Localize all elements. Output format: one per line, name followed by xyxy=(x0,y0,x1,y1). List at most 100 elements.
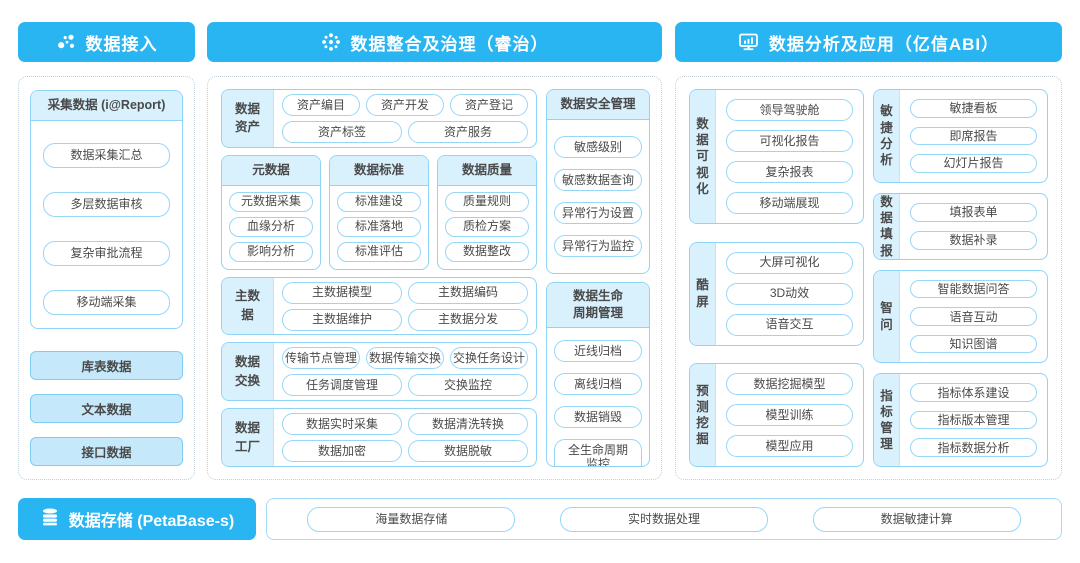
source-buttons: 库表数据 文本数据 接口数据 xyxy=(30,351,183,466)
data-visualization-label: 数据可视化 xyxy=(690,90,716,223)
node-knowledge-graph: 知识图谱 xyxy=(910,334,1037,354)
node-voice-interact: 语音互动 xyxy=(910,307,1037,326)
node-visual-report: 可视化报告 xyxy=(726,130,853,152)
indicator-mgmt-label: 指标管理 xyxy=(874,374,900,466)
agile-analysis-label: 敏捷分析 xyxy=(874,90,900,182)
data-lifecycle-panel-title: 数据生命周期管理 xyxy=(547,283,650,328)
node-lineage-analysis: 血缘分析 xyxy=(229,216,314,237)
agile-analysis-group: 敏捷分析 敏捷看板 即席报告 幻灯片报告 xyxy=(873,89,1048,183)
metadata-panel-title: 元数据 xyxy=(222,155,321,186)
indicator-mgmt-group: 指标管理 指标体系建设 指标版本管理 指标数据分析 xyxy=(873,373,1048,467)
node-realtime-processing: 实时数据处理 xyxy=(559,506,768,532)
node-impact-analysis: 影响分析 xyxy=(229,241,314,262)
database-icon xyxy=(40,507,60,532)
node-task-schedule-mgmt: 任务调度管理 xyxy=(282,374,403,397)
node-agile-computing: 数据敏捷计算 xyxy=(812,506,1021,532)
node-voice-interaction: 语音交互 xyxy=(726,313,853,336)
analysis-left-column: 数据可视化 领导驾驶舱 可视化报告 复杂报表 移动端展现 酷屏 大屏可视化 3D… xyxy=(689,89,864,467)
node-quality-rules: 质量规则 xyxy=(445,191,530,212)
node-massive-storage: 海量数据存储 xyxy=(307,506,516,532)
node-indicator-version: 指标版本管理 xyxy=(910,410,1037,430)
node-standard-build: 标准建设 xyxy=(337,191,422,212)
node-entry-form: 填报表单 xyxy=(910,202,1037,222)
node-data-supplement: 数据补录 xyxy=(910,230,1037,250)
storage-panel: 海量数据存储 实时数据处理 数据敏捷计算 xyxy=(266,498,1062,540)
data-entry-label: 数据填报 xyxy=(874,193,900,259)
node-quality-check-plan: 质检方案 xyxy=(445,216,530,237)
governance-side-column: 数据安全管理 敏感级别 敏感数据查询 异常行为设置 异常行为监控 数据生命周期管… xyxy=(546,89,651,467)
analysis-right-column: 敏捷分析 敏捷看板 即席报告 幻灯片报告 数据填报 填报表单 数据补录 智问 智… xyxy=(873,89,1048,467)
node-api-data: 接口数据 xyxy=(30,437,183,466)
collect-data-panel-title: 采集数据 (i@Report) xyxy=(31,91,182,121)
node-data-encrypt: 数据加密 xyxy=(282,440,403,463)
node-indicator-system: 指标体系建设 xyxy=(910,383,1037,402)
node-text-data: 文本数据 xyxy=(30,394,183,423)
data-access-container: 采集数据 (i@Report) 数据采集汇总 多层数据审核 复杂审批流程 移动端… xyxy=(18,76,195,480)
node-sensitive-query: 敏感数据查询 xyxy=(554,168,643,191)
node-metadata-collect: 元数据采集 xyxy=(229,191,314,212)
node-complex-report: 复杂报表 xyxy=(726,161,853,183)
smart-qa-label: 智问 xyxy=(874,270,900,363)
analysis-container: 数据可视化 领导驾驶舱 可视化报告 复杂报表 移动端展现 酷屏 大屏可视化 3D… xyxy=(675,76,1062,480)
data-security-panel: 数据安全管理 敏感级别 敏感数据查询 异常行为设置 异常行为监控 xyxy=(546,89,651,274)
node-adhoc-report: 即席报告 xyxy=(910,126,1037,145)
header-data-access: 数据接入 xyxy=(18,22,195,62)
governance-main-column: 数据资产 资产编目 资产开发 资产登记 资产标签 资产服务 元数据 元数据采集 … xyxy=(221,89,538,467)
data-quality-panel-title: 数据质量 xyxy=(438,155,537,186)
node-exchange-task-design: 交换任务设计 xyxy=(450,347,529,370)
cool-screen-label: 酷屏 xyxy=(690,242,716,345)
data-factory-label: 数据工厂 xyxy=(222,409,274,466)
node-data-transfer-exchange: 数据传输交换 xyxy=(366,347,445,370)
node-data-destroy: 数据销毁 xyxy=(554,405,643,428)
node-table-data: 库表数据 xyxy=(30,351,183,380)
node-master-coding: 主数据编码 xyxy=(408,281,529,304)
predictive-mining-label: 预测挖掘 xyxy=(690,364,716,466)
node-data-rectify: 数据整改 xyxy=(445,241,530,262)
data-standard-panel-title: 数据标准 xyxy=(330,155,429,186)
data-visualization-group: 数据可视化 领导驾驶舱 可视化报告 复杂报表 移动端展现 xyxy=(689,89,864,224)
node-realtime-collect: 数据实时采集 xyxy=(282,413,403,436)
node-3d-effects: 3D动效 xyxy=(726,282,853,305)
node-master-distribute: 主数据分发 xyxy=(408,308,529,331)
data-lifecycle-panel: 数据生命周期管理 近线归档 离线归档 数据销毁 全生命周期监控 xyxy=(546,282,651,467)
monitor-chart-icon xyxy=(738,32,759,52)
node-leader-cockpit: 领导驾驶舱 xyxy=(726,99,853,121)
node-clean-transform: 数据清洗转换 xyxy=(408,413,529,436)
header-title: 数据分析及应用（亿信ABI） xyxy=(768,34,1000,54)
node-asset-register: 资产登记 xyxy=(450,93,529,116)
data-exchange-label: 数据交换 xyxy=(222,343,274,401)
node-nearline-archive: 近线归档 xyxy=(554,339,643,362)
header-analysis: 数据分析及应用（亿信ABI） xyxy=(675,22,1062,62)
node-exchange-monitor: 交换监控 xyxy=(408,374,529,397)
node-asset-service: 资产服务 xyxy=(408,120,529,143)
node-data-mask: 数据脱敏 xyxy=(408,440,529,463)
node-asset-catalog: 资产编目 xyxy=(282,93,361,116)
data-asset-label: 数据资产 xyxy=(222,90,274,147)
node-model-apply: 模型应用 xyxy=(726,435,853,457)
governance-container: 数据资产 资产编目 资产开发 资产登记 资产标签 资产服务 元数据 元数据采集 … xyxy=(207,76,662,480)
smart-qa-group: 智问 智能数据问答 语音互动 知识图谱 xyxy=(873,269,1048,364)
node-asset-develop: 资产开发 xyxy=(366,93,445,116)
node-smart-data-qa: 智能数据问答 xyxy=(910,279,1037,299)
dots-swirl-icon xyxy=(321,32,341,52)
node-agile-board: 敏捷看板 xyxy=(910,99,1037,118)
governance-subpanels: 元数据 元数据采集 血缘分析 影响分析 数据标准 标准建设 标准落地 标准评估 … xyxy=(221,154,538,270)
header-title: 数据整合及治理（睿治） xyxy=(350,34,549,54)
node-standard-evaluate: 标准评估 xyxy=(337,241,422,262)
node-full-lifecycle-monitor: 全生命周期监控 xyxy=(554,438,643,466)
node-master-maintain: 主数据维护 xyxy=(282,308,403,331)
node-standard-landing: 标准落地 xyxy=(337,216,422,237)
data-standard-panel: 数据标准 标准建设 标准落地 标准评估 xyxy=(329,154,430,270)
data-factory-group: 数据工厂 数据实时采集 数据清洗转换 数据加密 数据脱敏 xyxy=(221,408,538,467)
collect-data-panel: 采集数据 (i@Report) 数据采集汇总 多层数据审核 复杂审批流程 移动端… xyxy=(30,90,183,329)
node-abnormal-setting: 异常行为设置 xyxy=(554,201,643,224)
node-mining-model: 数据挖掘模型 xyxy=(726,373,853,395)
node-complex-approval: 复杂审批流程 xyxy=(43,240,170,266)
node-bigscreen-visual: 大屏可视化 xyxy=(726,251,853,274)
node-mobile-display: 移动端展现 xyxy=(726,192,853,214)
node-slide-report: 幻灯片报告 xyxy=(910,154,1037,173)
master-data-label: 主数据 xyxy=(222,277,274,335)
data-entry-group: 数据填报 填报表单 数据补录 xyxy=(873,192,1048,260)
predictive-mining-group: 预测挖掘 数据挖掘模型 模型训练 模型应用 xyxy=(689,363,864,467)
collect-data-panel-body: 数据采集汇总 多层数据审核 复杂审批流程 移动端采集 xyxy=(31,121,182,328)
